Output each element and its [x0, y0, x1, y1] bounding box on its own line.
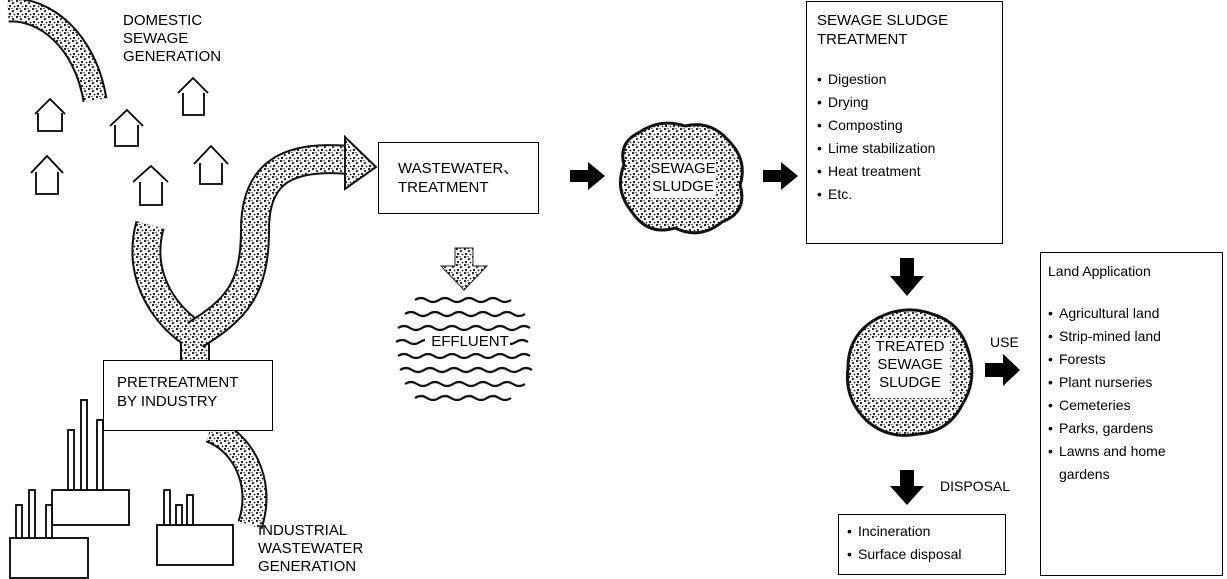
list-item: Agricultural land: [1048, 302, 1222, 325]
wastewater-treatment-label: WASTEWATER、 TREATMENT: [398, 160, 519, 196]
list-item: Surface disposal: [847, 543, 1005, 566]
sludge-treatment-title: SEWAGE SLUDGE TREATMENT: [817, 12, 949, 48]
factory-icons: [9, 399, 234, 579]
land-application-list: Agricultural land Strip-mined land Fores…: [1048, 302, 1222, 486]
land-application-box: Land Application Agricultural land Strip…: [1040, 252, 1223, 576]
factory-icon: [51, 489, 130, 526]
arrow-right-icon: [985, 354, 1020, 386]
house-icon: [109, 108, 144, 147]
wastewater-treatment-box: WASTEWATER、 TREATMENT: [378, 142, 539, 214]
list-item: Strip-mined land: [1048, 325, 1222, 348]
arrow-right-icon: [763, 162, 798, 190]
sludge-treatment-list: Digestion Drying Composting Lime stabili…: [817, 68, 1002, 206]
domestic-sewage-label: DOMESTIC SEWAGE GENERATION: [123, 12, 222, 65]
list-item: Plant nurseries: [1048, 371, 1222, 394]
house-icon: [132, 164, 169, 206]
list-item: Heat treatment: [817, 160, 1002, 183]
use-label: USE: [990, 334, 1019, 350]
sewage-sludge-label: SEWAGE SLUDGE: [650, 160, 716, 195]
list-item: Digestion: [817, 68, 1002, 91]
house-icons: [30, 76, 229, 206]
arrow-right-icon: [570, 162, 605, 190]
flow-arrows: [570, 162, 1020, 505]
treated-sludge-label: TREATED SEWAGE SLUDGE: [875, 338, 945, 391]
effluent-label: EFFLUENT: [431, 333, 509, 350]
arrow-down-icon: [890, 470, 924, 505]
house-icon: [177, 76, 209, 116]
industrial-wastewater-label: INDUSTRIAL WASTEWATER GENERATION: [258, 522, 364, 575]
list-item: Lime stabilization: [817, 137, 1002, 160]
pretreatment-box: PRETREATMENT BY INDUSTRY: [103, 360, 273, 431]
factory-icon: [156, 524, 234, 566]
list-item: Parks, gardens: [1048, 417, 1222, 440]
list-item: Lawns and home gardens: [1048, 440, 1214, 486]
list-item: Cemeteries: [1048, 394, 1222, 417]
effluent-arrow: [439, 247, 489, 291]
house-icon: [30, 154, 64, 195]
land-application-title: Land Application: [1048, 263, 1151, 279]
list-item: Composting: [817, 114, 1002, 137]
disposal-box: Incineration Surface disposal: [838, 514, 1006, 575]
sludge-treatment-box: SEWAGE SLUDGE TREATMENT Digestion Drying…: [806, 1, 1003, 244]
pipe-arrowhead: [344, 134, 378, 191]
list-item: Etc.: [817, 183, 1002, 206]
house-icon: [34, 97, 66, 132]
arrow-down-icon: [890, 258, 924, 296]
list-item: Incineration: [847, 520, 1005, 543]
disposal-list: Incineration Surface disposal: [847, 520, 1005, 566]
list-item: Drying: [817, 91, 1002, 114]
pretreatment-label: PRETREATMENT BY INDUSTRY: [117, 374, 239, 410]
list-item: Forests: [1048, 348, 1222, 371]
house-icon: [193, 144, 229, 185]
factory-icon: [9, 537, 89, 579]
disposal-label: DISPOSAL: [940, 478, 1011, 494]
